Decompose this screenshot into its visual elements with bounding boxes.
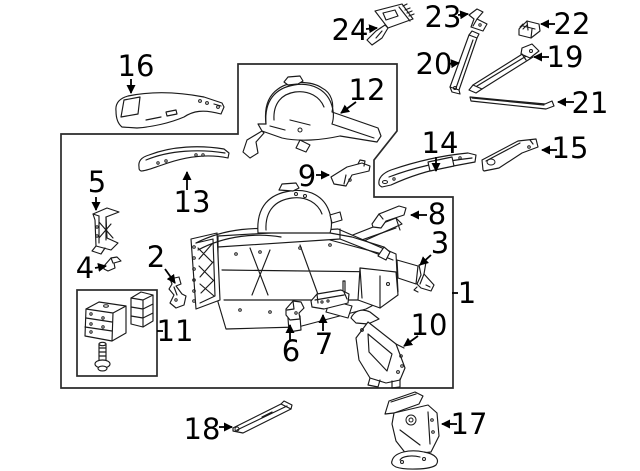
part-number-12[interactable]: 12 [349,73,386,107]
part-13-drawing [138,146,230,172]
part-2-drawing [168,276,187,309]
part-11-kit-box [76,289,158,377]
callout-1[interactable]: 1 [452,276,476,310]
callouts: 16 24 23 22 20 19 21 12 [76,0,609,446]
part-4-drawing [103,256,122,272]
part-16-drawing [115,92,225,129]
part-11-bolt [94,341,111,372]
callout-12[interactable]: 12 [340,73,386,114]
part-number-18[interactable]: 18 [184,412,221,446]
callout-18[interactable]: 18 [184,412,233,446]
callout-22[interactable]: 22 [540,7,591,41]
part-15-drawing [481,138,539,172]
callout-10[interactable]: 10 [403,308,448,347]
callout-17[interactable]: 17 [441,407,488,441]
part-number-5[interactable]: 5 [88,165,106,199]
callout-21[interactable]: 21 [557,86,609,120]
part-6-drawing [285,300,305,321]
callout-15[interactable]: 15 [541,131,589,165]
callout-5[interactable]: 5 [88,165,106,211]
part-19-drawing [468,43,540,94]
callout-24[interactable]: 24 [332,13,378,47]
callout-4[interactable]: 4 [76,251,107,285]
callout-6[interactable]: 6 [282,324,300,368]
part-number-17[interactable]: 17 [451,407,488,441]
callout-3[interactable]: 3 [419,226,449,266]
callout-9[interactable]: 9 [298,159,330,193]
callout-23[interactable]: 23 [425,0,469,34]
part-number-15[interactable]: 15 [552,131,589,165]
part-number-2[interactable]: 2 [147,240,165,274]
callout-2[interactable]: 2 [147,240,176,284]
part-18-drawing [232,400,293,434]
part-20-drawing [449,30,480,95]
callout-7[interactable]: 7 [315,314,333,361]
part-number-22[interactable]: 22 [554,7,591,41]
part-24-drawing [366,3,415,46]
part-23-drawing [468,8,488,32]
part-number-3[interactable]: 3 [431,226,449,260]
callout-19[interactable]: 19 [533,40,584,74]
part-9-drawing [330,159,371,187]
part-number-14[interactable]: 14 [422,126,459,160]
main-assembly-box-outline [60,63,454,389]
part-number-13[interactable]: 13 [174,185,211,219]
part-17-drawing [384,391,440,470]
part-number-24[interactable]: 24 [332,13,369,47]
part-number-8[interactable]: 8 [428,197,446,231]
part-number-21[interactable]: 21 [572,86,609,120]
part-number-11[interactable]: 11 [157,314,194,348]
part-number-1[interactable]: 1 [458,276,476,310]
part-number-23[interactable]: 23 [425,0,462,34]
part-number-6[interactable]: 6 [282,334,300,368]
part-number-10[interactable]: 10 [411,308,448,342]
part-21-drawing [469,96,555,110]
part-number-20[interactable]: 20 [416,47,453,81]
part-14-drawing [378,152,477,188]
callout-8[interactable]: 8 [410,197,446,231]
part-number-9[interactable]: 9 [298,159,316,193]
part-22-drawing [518,20,541,39]
callout-11[interactable]: 11 [157,314,194,348]
callout-16[interactable]: 16 [118,49,155,94]
callout-14[interactable]: 14 [422,126,459,172]
callout-20[interactable]: 20 [416,47,460,81]
part-10-drawing [350,309,406,430]
callout-13[interactable]: 13 [174,171,211,219]
part-number-4[interactable]: 4 [76,251,94,285]
part-number-16[interactable]: 16 [118,49,155,83]
part-11-block-small [130,291,154,328]
part-5-drawing [91,207,120,255]
part-1-main-assembly-drawing [190,182,419,333]
part-11-block-large [84,301,127,342]
part-3-drawing [413,261,435,293]
part-number-19[interactable]: 19 [547,40,584,74]
part-12-drawing [242,75,382,159]
part-number-7[interactable]: 7 [315,327,333,361]
part-8-drawing [371,205,407,229]
part-7-drawing [310,289,350,310]
